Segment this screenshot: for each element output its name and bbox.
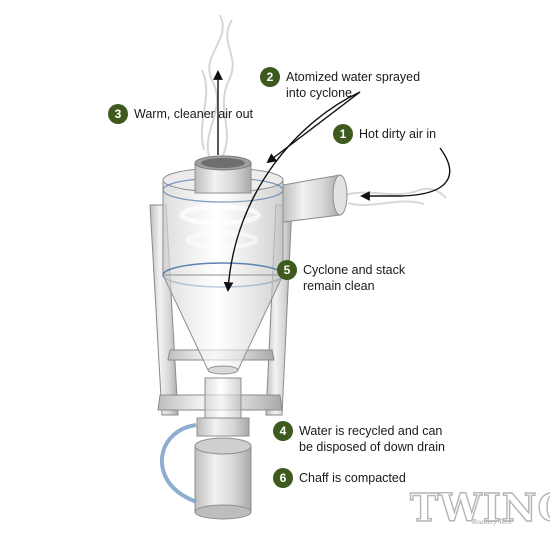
logo-wordmark: TWINO — [409, 485, 550, 530]
callout-text: Atomized water sprayed into cyclone — [286, 67, 420, 101]
callout-line: Hot dirty air in — [359, 127, 437, 141]
exhaust-plume — [200, 14, 234, 161]
callout-number-badge: 5 — [277, 260, 297, 280]
callout-line: remain clean — [303, 279, 375, 293]
callout-text: Hot dirty air in — [359, 124, 436, 142]
callout-line: be disposed of down drain — [299, 440, 445, 454]
callout-1: 1 Hot dirty air in — [333, 124, 436, 144]
twino-logo: TWINO Roastery Tech — [409, 487, 550, 538]
logo-tagline: Roastery Tech — [472, 518, 512, 526]
callout-number-badge: 3 — [108, 104, 128, 124]
callout-5: 5 Cyclone and stack remain clean — [277, 260, 405, 294]
callout-line: Cyclone and stack — [303, 263, 406, 277]
callout-text: Chaff is compacted — [299, 468, 406, 486]
callout-line: Warm, cleaner air out — [134, 107, 254, 121]
support-frame — [149, 204, 293, 416]
callout-number-badge: 1 — [333, 124, 353, 144]
callout-line: Atomized water sprayed — [286, 70, 421, 84]
callout-2: 2 Atomized water sprayed into cyclone — [260, 67, 420, 101]
callout-number-badge: 6 — [273, 468, 293, 488]
callout-line: Chaff is compacted — [299, 471, 406, 485]
callout-number-badge: 2 — [260, 67, 280, 87]
chaff-compactor — [194, 377, 252, 520]
cyclone-cone — [162, 274, 284, 375]
callout-text: Water is recycled and can be disposed of… — [299, 421, 445, 455]
water-hose — [159, 423, 197, 504]
callout-3: 3 Warm, cleaner air out — [108, 104, 253, 124]
callout-text: Cyclone and stack remain clean — [303, 260, 405, 294]
callout-4: 4 Water is recycled and can be disposed … — [273, 421, 445, 455]
cyclone-body — [162, 167, 284, 288]
callout-6: 6 Chaff is compacted — [273, 468, 406, 488]
callout-line: into cyclone — [286, 86, 353, 100]
callout-line: Water is recycled and can — [299, 424, 443, 438]
exhaust-stack — [194, 155, 252, 194]
callout-text: Warm, cleaner air out — [134, 104, 253, 122]
inlet-pipe — [282, 174, 348, 223]
callout-number-badge: 4 — [273, 421, 293, 441]
callout-arrows — [213, 70, 451, 292]
